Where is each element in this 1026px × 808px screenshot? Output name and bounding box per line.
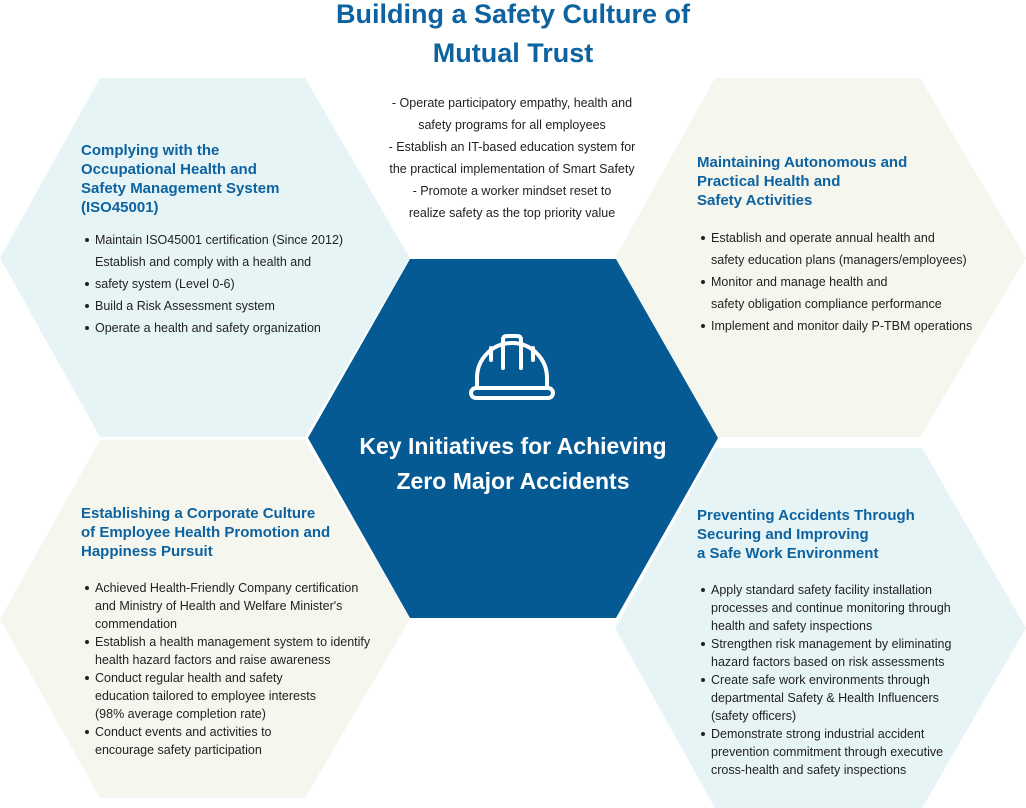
list-item: Maintain ISO45001 certification (Since 2… [81, 229, 401, 251]
center-heading-line: Key Initiatives for Achieving [359, 433, 667, 459]
list-item: Conduct events and activities to encoura… [81, 723, 315, 759]
list-item: safety obligation compliance performance [711, 297, 942, 311]
hexagon-bottom-right [615, 448, 1026, 808]
title-line: Mutual Trust [432, 38, 594, 68]
title-line: Practical Health and [697, 173, 841, 190]
title-line: Occupational Health and [81, 161, 257, 178]
block-safe-work-environment: Preventing Accidents Through Securing an… [697, 506, 987, 779]
title-line: Safety Management System [81, 180, 280, 197]
list-item: Establish a health management system to … [81, 633, 381, 669]
title-line: a Safe Work Environment [697, 545, 879, 562]
intro-line: - Operate participatory empathy, health … [391, 96, 633, 110]
hexagon-top-right [615, 78, 1026, 437]
title-line: Maintaining Autonomous and [697, 154, 908, 171]
bullet-list: Maintain ISO45001 certification (Since 2… [81, 229, 401, 339]
title-line: Building a Safety Culture of [335, 0, 691, 29]
list-item: Apply standard safety facility installat… [697, 581, 976, 635]
intro-line: - Promote a worker mindset reset to [412, 184, 612, 198]
list-item: Achieved Health-Friendly Company certifi… [81, 579, 365, 633]
title-line: Safety Activities [697, 192, 813, 209]
block-iso45001: Complying with the Occupational Health a… [81, 141, 401, 339]
title-line: Complying with the [81, 142, 220, 159]
block-autonomous-activities: Maintaining Autonomous and Practical Hea… [697, 153, 997, 337]
block-title: Complying with the Occupational Health a… [81, 141, 401, 217]
title-line: of Employee Health Promotion and [81, 524, 331, 541]
list-item: safety system (Level 0-6) [81, 273, 401, 295]
block-title: Maintaining Autonomous and Practical Hea… [697, 153, 997, 210]
title-line: Securing and Improving [697, 526, 869, 543]
intro-line: - Establish an IT-based education system… [388, 140, 636, 154]
list-item: Conduct regular health and safety educat… [81, 669, 335, 723]
list-item: Establish and comply with a health and [95, 255, 312, 269]
block-title: Preventing Accidents Through Securing an… [697, 506, 987, 563]
intro-line: realize safety as the top priority value [408, 206, 616, 220]
list-item: Create safe work environments through de… [697, 671, 961, 725]
list-item: Operate a health and safety organization [81, 317, 401, 339]
intro-line: safety programs for all employees [418, 118, 606, 132]
bullet-list: Establish and operate annual health and … [697, 227, 997, 337]
bullet-list: Apply standard safety facility installat… [697, 581, 987, 779]
list-item: Implement and monitor daily P-TBM operat… [697, 315, 997, 337]
page-title: Building a Safety Culture of Mutual Trus… [0, 0, 1026, 73]
center-heading-line: Zero Major Accidents [396, 468, 630, 494]
list-item: Strengthen risk management by eliminatin… [697, 635, 981, 671]
bullet-list: Achieved Health-Friendly Company certifi… [81, 579, 381, 759]
list-item: Build a Risk Assessment system [81, 295, 401, 317]
list-item: safety education plans (managers/employe… [711, 253, 967, 267]
list-item: Monitor and manage health and [697, 271, 997, 293]
hexagon-bottom-left [0, 440, 410, 798]
title-line: (ISO45001) [81, 199, 159, 216]
intro-line: the practical implementation of Smart Sa… [389, 162, 635, 176]
title-line: Establishing a Corporate Culture [81, 505, 316, 522]
hard-hat-icon [469, 334, 555, 400]
title-line: Preventing Accidents Through [697, 507, 915, 524]
hexagon-top-left [0, 78, 410, 437]
block-health-promotion: Establishing a Corporate Culture of Empl… [81, 504, 391, 759]
hexagon-center [308, 259, 718, 618]
center-heading: Key Initiatives for Achieving Zero Major… [318, 429, 708, 499]
list-item: Demonstrate strong industrial accident p… [697, 725, 951, 779]
title-line: Happiness Pursuit [81, 543, 213, 560]
list-item: Establish and operate annual health and [697, 227, 997, 249]
intro-text: - Operate participatory empathy, health … [362, 92, 662, 224]
block-title: Establishing a Corporate Culture of Empl… [81, 504, 391, 561]
